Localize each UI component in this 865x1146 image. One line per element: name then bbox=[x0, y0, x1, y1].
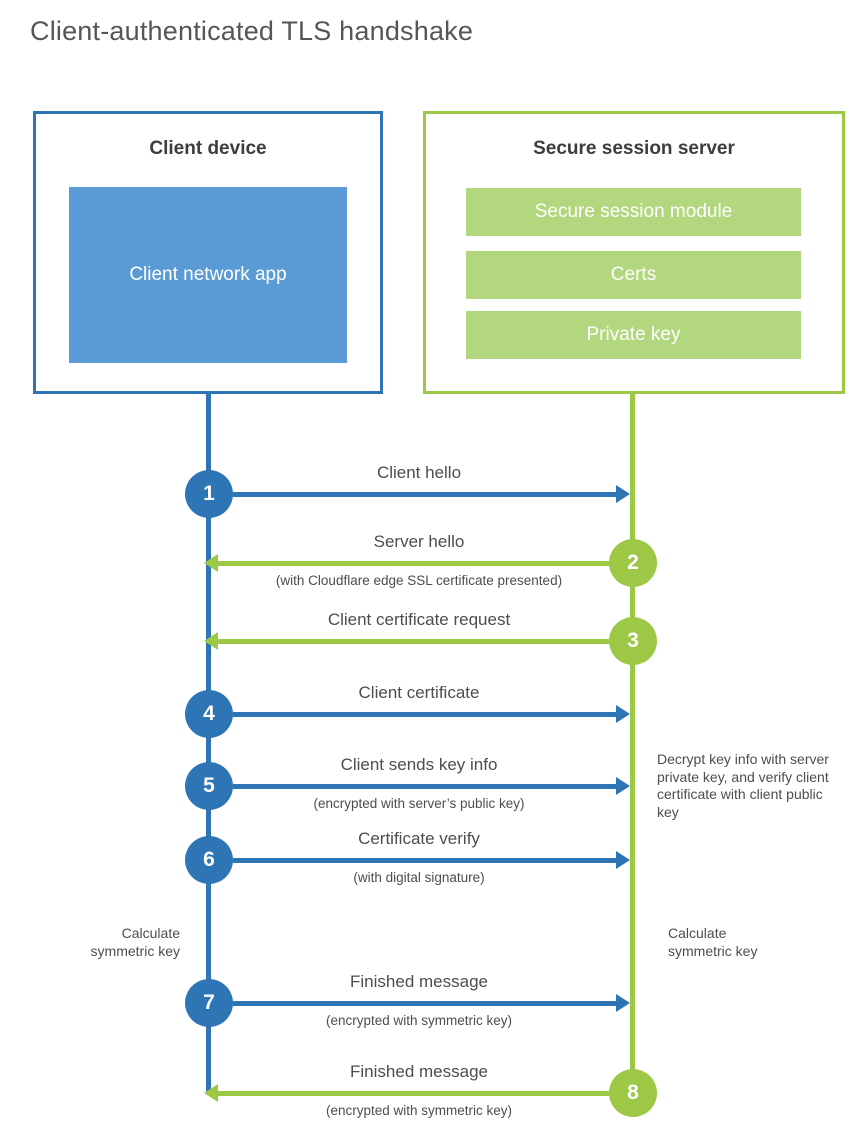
server-lifeline bbox=[630, 394, 635, 1093]
step-number: 1 bbox=[203, 482, 215, 505]
step-label: Client certificate bbox=[358, 683, 480, 702]
step-label: Client sends key info bbox=[340, 755, 498, 774]
step-number: 7 bbox=[203, 991, 215, 1014]
step-sublabel: (encrypted with symmetric key) bbox=[325, 1013, 513, 1028]
message-arrow-head-icon bbox=[616, 851, 630, 869]
step-number-badge: 6 bbox=[185, 836, 233, 884]
message-arrow-head-icon bbox=[204, 1084, 218, 1102]
client-device-title: Client device bbox=[149, 138, 267, 159]
step-label: Certificate verify bbox=[358, 829, 480, 848]
message-arrow-line bbox=[233, 858, 616, 863]
step-number: 5 bbox=[203, 774, 215, 797]
step-number-badge: 3 bbox=[609, 617, 657, 665]
message-arrow-line bbox=[218, 561, 609, 566]
step-number: 6 bbox=[203, 848, 215, 871]
step-sublabel: (encrypted with server’s public key) bbox=[313, 796, 525, 811]
step-number-badge: 2 bbox=[609, 539, 657, 587]
secure-session-server-title: Secure session server bbox=[533, 138, 735, 159]
message-arrow-line bbox=[218, 1091, 609, 1096]
step-sublabel: (encrypted with symmetric key) bbox=[325, 1103, 513, 1118]
message-arrow-line bbox=[233, 784, 616, 789]
step-number: 3 bbox=[627, 629, 639, 652]
message-arrow-line bbox=[233, 1001, 616, 1006]
server-module-private-key: Private key bbox=[466, 311, 801, 359]
message-arrow-head-icon bbox=[204, 632, 218, 650]
step-number: 2 bbox=[627, 551, 639, 574]
secure-session-server-box: Secure session server Secure session mod… bbox=[423, 111, 845, 394]
server-module-secure-session: Secure session module bbox=[466, 188, 801, 236]
step-number-badge: 7 bbox=[185, 979, 233, 1027]
step-number: 8 bbox=[627, 1081, 639, 1104]
message-arrow-head-icon bbox=[616, 994, 630, 1012]
step-label: Client hello bbox=[376, 463, 462, 482]
message-arrow-line bbox=[233, 492, 616, 497]
step-number: 4 bbox=[203, 702, 215, 725]
message-arrow-head-icon bbox=[204, 554, 218, 572]
message-arrow-head-icon bbox=[616, 705, 630, 723]
step-sublabel: (with digital signature) bbox=[353, 870, 485, 885]
step-label: Client certificate request bbox=[327, 610, 511, 629]
client-device-box: Client device Client network app bbox=[33, 111, 383, 394]
calculate-symmetric-key-client-note: Calculate symmetric key bbox=[90, 925, 180, 959]
server-module-certs: Certs bbox=[466, 251, 801, 299]
step-number-badge: 8 bbox=[609, 1069, 657, 1117]
message-arrow-head-icon bbox=[616, 485, 630, 503]
message-arrow-line bbox=[218, 639, 609, 644]
decrypt-note: Decrypt key info with server private key… bbox=[657, 751, 829, 820]
client-network-app-block: Client network app bbox=[69, 187, 347, 363]
page-title: Client-authenticated TLS handshake bbox=[30, 16, 474, 46]
step-number-badge: 5 bbox=[185, 762, 233, 810]
step-sublabel: (with Cloudflare edge SSL certificate pr… bbox=[275, 573, 563, 588]
message-arrow-head-icon bbox=[616, 777, 630, 795]
step-number-badge: 4 bbox=[185, 690, 233, 738]
message-arrow-line bbox=[233, 712, 616, 717]
step-number-badge: 1 bbox=[185, 470, 233, 518]
step-label: Finished message bbox=[350, 972, 488, 991]
client-lifeline bbox=[206, 394, 211, 1094]
step-label: Finished message bbox=[350, 1062, 488, 1081]
step-label: Server hello bbox=[373, 532, 465, 551]
calculate-symmetric-key-server-note: Calculate symmetric key bbox=[668, 925, 758, 959]
